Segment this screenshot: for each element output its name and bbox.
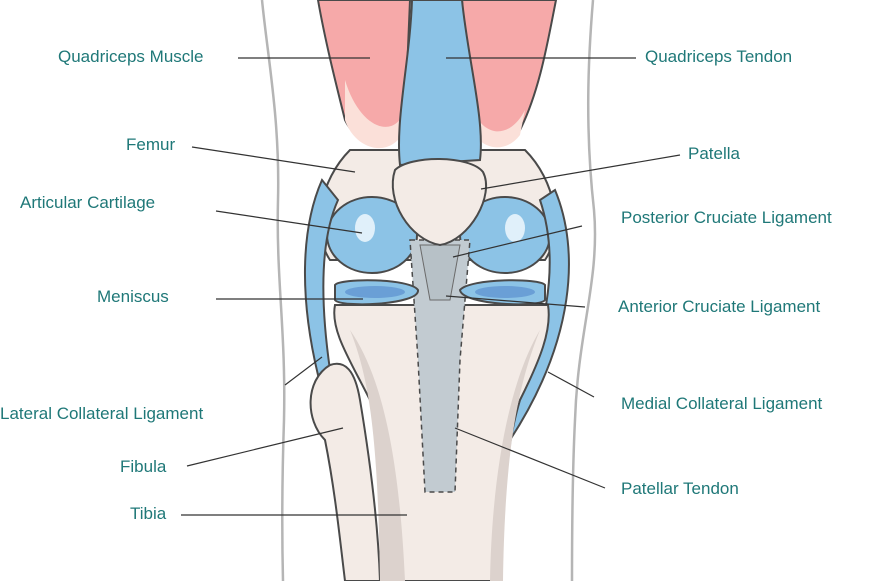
label-patella: Patella bbox=[688, 144, 740, 163]
leader-patellar-tendon bbox=[454, 427, 606, 489]
leader-femur bbox=[191, 146, 356, 173]
leader-lines bbox=[181, 57, 681, 516]
patellar-tendon bbox=[409, 239, 471, 493]
lateral-collateral-ligament bbox=[303, 178, 340, 377]
leader-posterior-cruciate-ligament bbox=[452, 225, 583, 258]
muscle-fade-right bbox=[470, 100, 525, 148]
label-fibula: Fibula bbox=[120, 457, 167, 476]
label-quadriceps-muscle: Quadriceps Muscle bbox=[58, 47, 204, 66]
leader-medial-collateral-ligament bbox=[547, 371, 595, 398]
label-lateral-collateral-ligament: Lateral Collateral Ligament bbox=[0, 404, 204, 423]
label-medial-collateral-ligament: Medial Collateral Ligament bbox=[621, 394, 823, 413]
muscle-fade-left bbox=[345, 80, 405, 149]
quadriceps-tendon bbox=[397, 0, 482, 167]
label-quadriceps-tendon: Quadriceps Tendon bbox=[645, 47, 793, 66]
leg-outline-left bbox=[260, 0, 286, 581]
label-femur: Femur bbox=[126, 135, 176, 154]
label-articular-cartilage: Articular Cartilage bbox=[20, 193, 156, 212]
leader-patella bbox=[480, 154, 681, 190]
leader-fibula bbox=[186, 427, 344, 467]
leader-anterior-cruciate-ligament bbox=[445, 295, 586, 308]
patella bbox=[391, 158, 488, 247]
posterior-cruciate-ligament bbox=[419, 244, 461, 301]
leader-articular-cartilage bbox=[215, 210, 363, 234]
label-anterior-cruciate-ligament: Anterior Cruciate Ligament bbox=[618, 297, 821, 316]
leader-lateral-collateral-ligament bbox=[284, 356, 323, 386]
leg-outline-right bbox=[570, 0, 597, 581]
fibula bbox=[309, 362, 382, 581]
label-patellar-tendon: Patellar Tendon bbox=[621, 479, 739, 498]
label-meniscus: Meniscus bbox=[97, 287, 169, 306]
label-posterior-cruciate-ligament: Posterior Cruciate Ligament bbox=[621, 208, 832, 227]
label-tibia: Tibia bbox=[130, 504, 167, 523]
